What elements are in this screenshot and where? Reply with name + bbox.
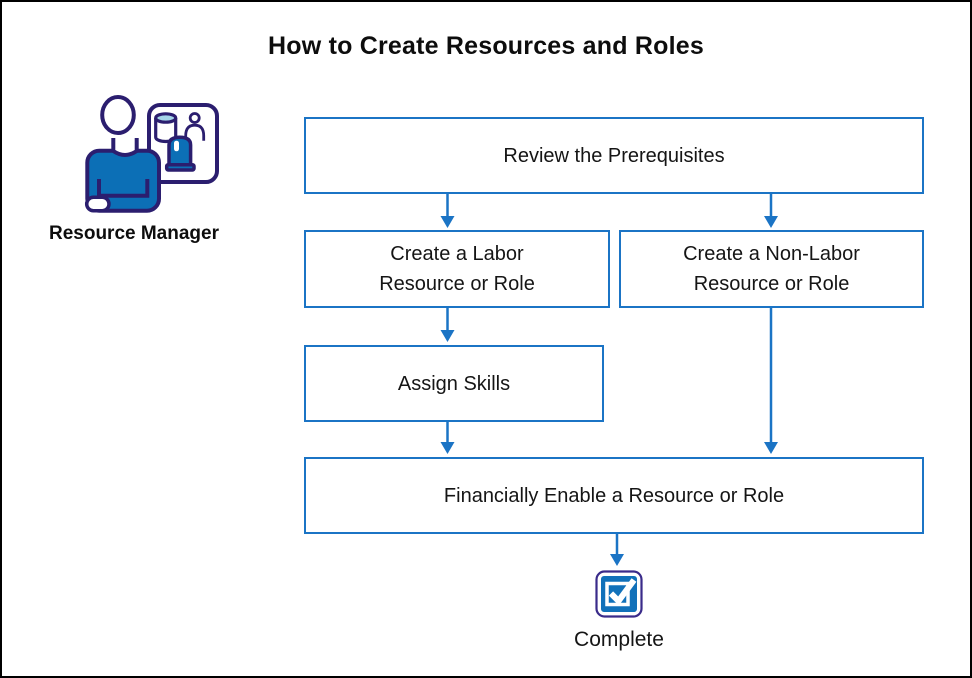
arrow-review-to-non-labor (764, 193, 778, 228)
arrow-labor-to-skills (440, 306, 455, 342)
arrow-review-to-labor (440, 193, 455, 228)
flow-step-review-prerequisites: Review the Prerequisites (304, 117, 924, 194)
flow-step-label: Financially Enable a Resource or Role (443, 484, 785, 507)
flow-step-create-non-labor-resource: Create a Non-Labor Resource or Role (619, 230, 924, 308)
flow-step-create-labor-resource: Create a Labor Resource or Role (304, 230, 610, 308)
flow-step-label: Create a Non-Labor Resource or Role (683, 243, 860, 295)
persona-label: Resource Manager (48, 223, 219, 244)
flow-step-label: Assign Skills (397, 372, 511, 395)
arrow-financial-to-complete (610, 532, 624, 566)
resource-card-icon (147, 103, 219, 184)
complete-checkbox-icon (595, 570, 643, 618)
flow-step-financially-enable: Financially Enable a Resource or Role (304, 457, 924, 534)
arrow-non-labor-to-financial (764, 306, 778, 454)
flow-step-label: Review the Prerequisites (503, 144, 725, 167)
diagram-title: How to Create Resources and Roles (268, 32, 704, 60)
complete-label: Complete (574, 628, 664, 651)
person-icon (84, 95, 161, 213)
resource-manager-icon (84, 95, 219, 213)
flow-step-assign-skills: Assign Skills (304, 345, 604, 422)
arrow-skills-to-financial (440, 420, 455, 454)
flow-step-label: Create a Labor Resource or Role (379, 243, 535, 295)
